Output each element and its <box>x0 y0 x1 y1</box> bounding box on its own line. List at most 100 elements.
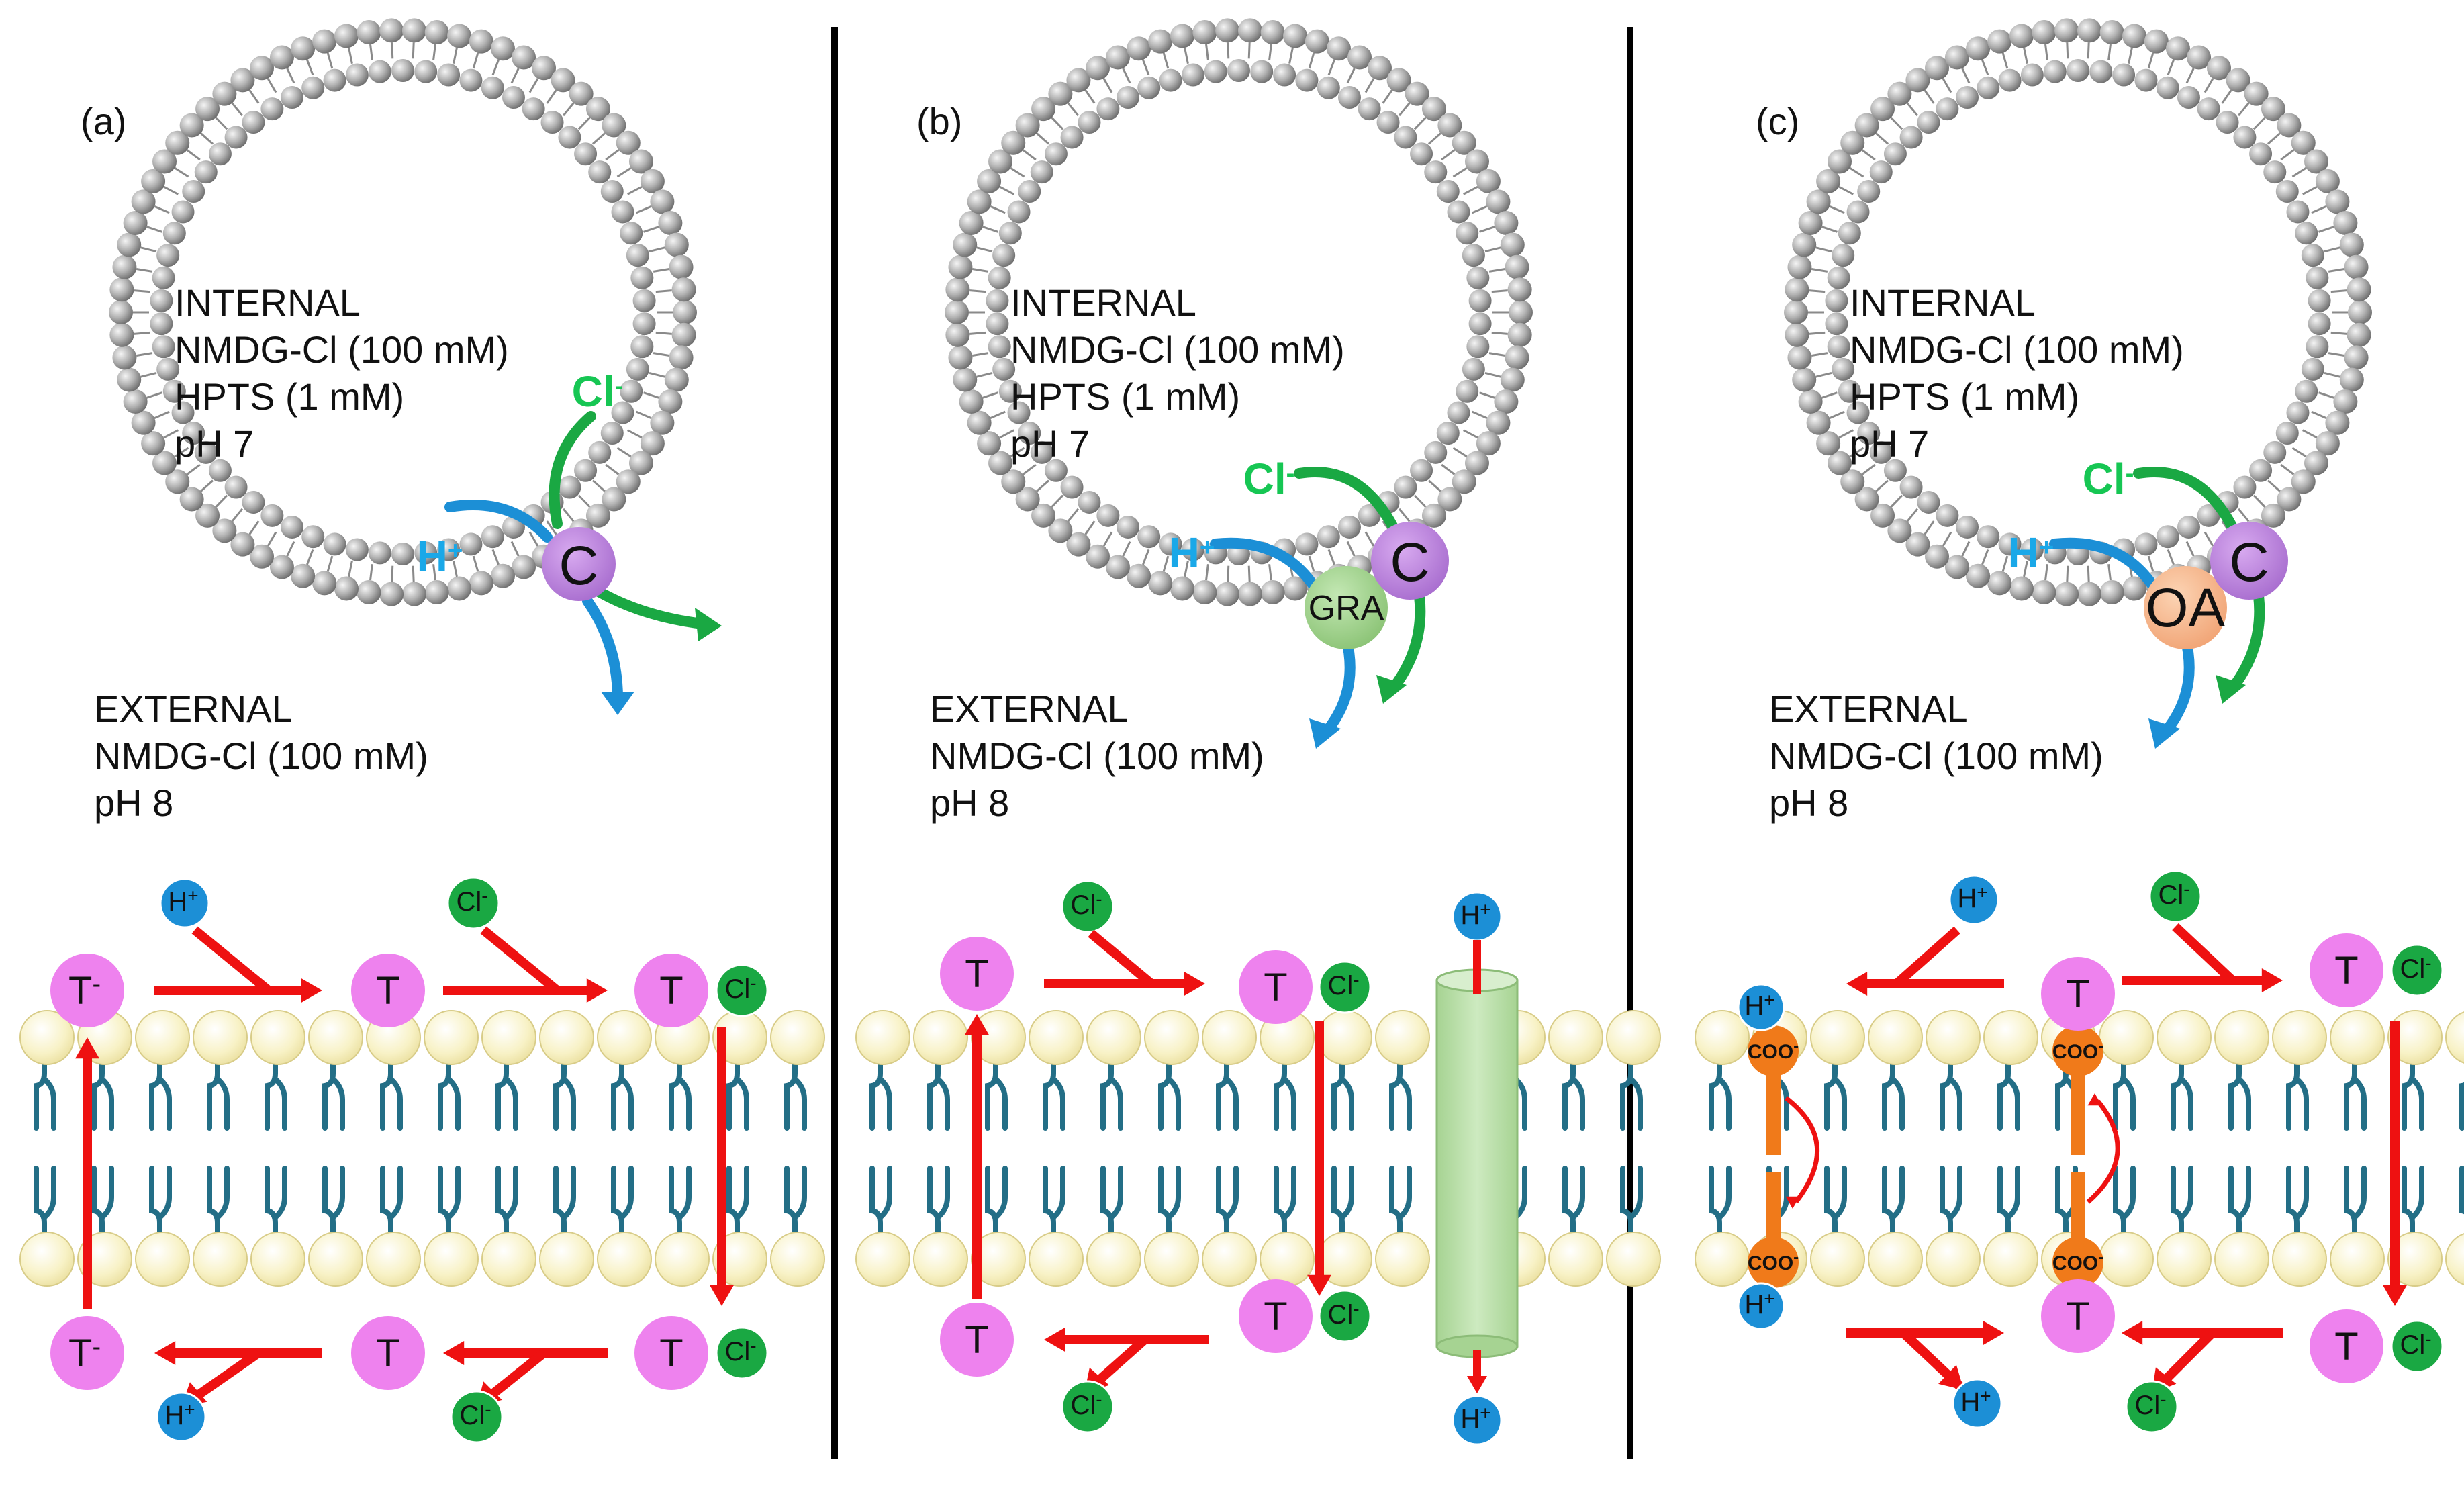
lipid-head-icon <box>600 180 624 203</box>
lipid-head-icon <box>630 266 654 289</box>
internal-text-line: INTERNAL <box>1010 281 1196 324</box>
lipid-tail-icon <box>453 47 458 64</box>
translocation-arrow-head-icon <box>710 1285 734 1306</box>
lipid-head-icon <box>1838 379 1861 403</box>
lipid-tail-icon <box>2459 1166 2464 1215</box>
lipid-tail-pair <box>2344 1056 2367 1240</box>
lipid-head-icon <box>673 300 697 324</box>
lipid-head-icon <box>1466 266 1490 289</box>
transporter-top-left-label: T <box>965 952 988 996</box>
lipid-head-icon <box>632 312 656 336</box>
lipid-head-icon <box>1899 475 1923 499</box>
lipid-tail-icon <box>2267 479 2281 492</box>
lipid-head-icon <box>1936 97 1959 121</box>
lipid-head-icon <box>1029 1010 1084 1065</box>
lipid-tail-icon <box>1067 102 1080 117</box>
lipid-head-icon <box>1983 1232 2038 1287</box>
lipid-head-icon <box>913 1232 968 1287</box>
lipid-head-icon <box>1868 1232 1923 1287</box>
lipid-tail-icon <box>1484 246 1501 252</box>
lipid-tail-icon <box>2302 185 2318 195</box>
lipid-head-icon <box>1846 200 1870 224</box>
lipid-head-icon <box>1926 1010 1981 1065</box>
lipid-head-icon <box>959 210 984 235</box>
lipid-head-icon <box>1828 451 1852 475</box>
cl-bead-circle <box>446 876 500 930</box>
lipid-tail-icon <box>2302 429 2318 439</box>
lipid-head-icon <box>481 1232 536 1287</box>
lipid-head-icon <box>1854 487 1879 512</box>
lipid-head-icon <box>152 266 175 289</box>
lipid-tail-icon <box>2171 1056 2193 1131</box>
lipid-head-icon <box>1137 76 1161 99</box>
lipid-head-icon <box>1170 576 1194 601</box>
lipid-head-icon <box>1405 81 1429 106</box>
lipid-head-icon <box>1358 97 1381 121</box>
lipid-tail-icon <box>1022 463 1037 475</box>
lipid-tail-pair <box>927 1056 950 1240</box>
lipid-tail-icon <box>248 520 260 535</box>
lipid-head-icon <box>2214 1232 2269 1287</box>
internal-text-line: NMDG-Cl (100 mM) <box>175 328 509 371</box>
lipid-head-icon <box>2275 180 2299 203</box>
lipid-head-icon <box>2197 97 2220 121</box>
h-bead-circle <box>156 1391 207 1442</box>
lipid-head-icon <box>1987 571 2012 596</box>
lipid-head-icon <box>193 1010 248 1065</box>
lipid-head-icon <box>1466 335 1490 359</box>
lipid-head-icon <box>2233 475 2257 499</box>
lipid-tail-icon <box>2318 391 2334 399</box>
lipid-head-icon <box>1806 189 1831 214</box>
lipid-head-icon <box>1857 422 1881 445</box>
lipid-head-icon <box>1015 487 1040 512</box>
lipid-tail-icon <box>2328 352 2345 357</box>
lipid-head-icon <box>179 113 204 138</box>
lipid-head-icon <box>2445 1011 2464 1064</box>
lipid-head-icon <box>152 335 175 359</box>
lipid-tail-icon <box>1227 565 1230 582</box>
lipid-tail-icon <box>265 1056 287 1131</box>
internal-text-line: NMDG-Cl (100 mM) <box>1010 328 1345 371</box>
lipid-tail-icon <box>1268 564 1272 581</box>
lipid-head-icon <box>1462 244 1485 267</box>
lipid-tail-icon <box>1308 555 1315 572</box>
lipid-head-icon <box>1317 525 1340 549</box>
transporter-top-right-label: T <box>2334 949 2358 992</box>
lipid-head-icon <box>1846 401 1870 424</box>
h-efflux-arrow-icon <box>582 596 623 704</box>
lipid-tail-icon <box>1327 549 1335 565</box>
lipid-head-icon <box>19 1010 75 1065</box>
lipid-head-icon <box>2144 29 2169 54</box>
lipid-head-icon <box>669 345 694 370</box>
lipid-head-icon <box>2134 68 2158 92</box>
lipid-head-icon <box>2306 335 2329 359</box>
lipid-head-icon <box>2301 357 2324 381</box>
lipid-tail-icon <box>1838 429 1854 439</box>
lipid-tail-icon <box>2291 167 2307 178</box>
lipid-head-icon <box>414 60 438 83</box>
lipid-head-icon <box>628 149 653 174</box>
lipid-head-icon <box>2275 422 2299 445</box>
lipid-tail-icon <box>1102 531 1113 547</box>
lipid-head-icon <box>558 126 581 149</box>
lipid-tail-icon <box>2402 1056 2424 1131</box>
lipid-head-icon <box>664 232 689 257</box>
lipid-tail-icon <box>1413 117 1427 130</box>
lipid-head-icon <box>2009 24 2034 48</box>
lipid-head-icon <box>2077 582 2101 606</box>
lipid-tail-icon <box>391 565 394 582</box>
lipid-head-icon <box>2325 189 2350 214</box>
lipid-head-icon <box>2197 504 2220 527</box>
transport-arrow-head-icon <box>2261 968 2283 992</box>
lipid-head-icon <box>770 1232 825 1287</box>
lipid-head-icon <box>1548 1010 1603 1065</box>
lipid-head-icon <box>1337 515 1361 539</box>
lipid-tail-icon <box>248 89 260 104</box>
lipid-tail-icon <box>1924 89 1935 104</box>
lipid-tail-icon <box>1838 185 1854 195</box>
lipid-tail-icon <box>1997 1056 2020 1131</box>
lipid-head-icon <box>1394 475 1417 499</box>
lipid-tail-icon <box>432 44 436 60</box>
lipid-head-icon <box>2330 1010 2385 1065</box>
lipid-tail-pair <box>869 1056 892 1240</box>
